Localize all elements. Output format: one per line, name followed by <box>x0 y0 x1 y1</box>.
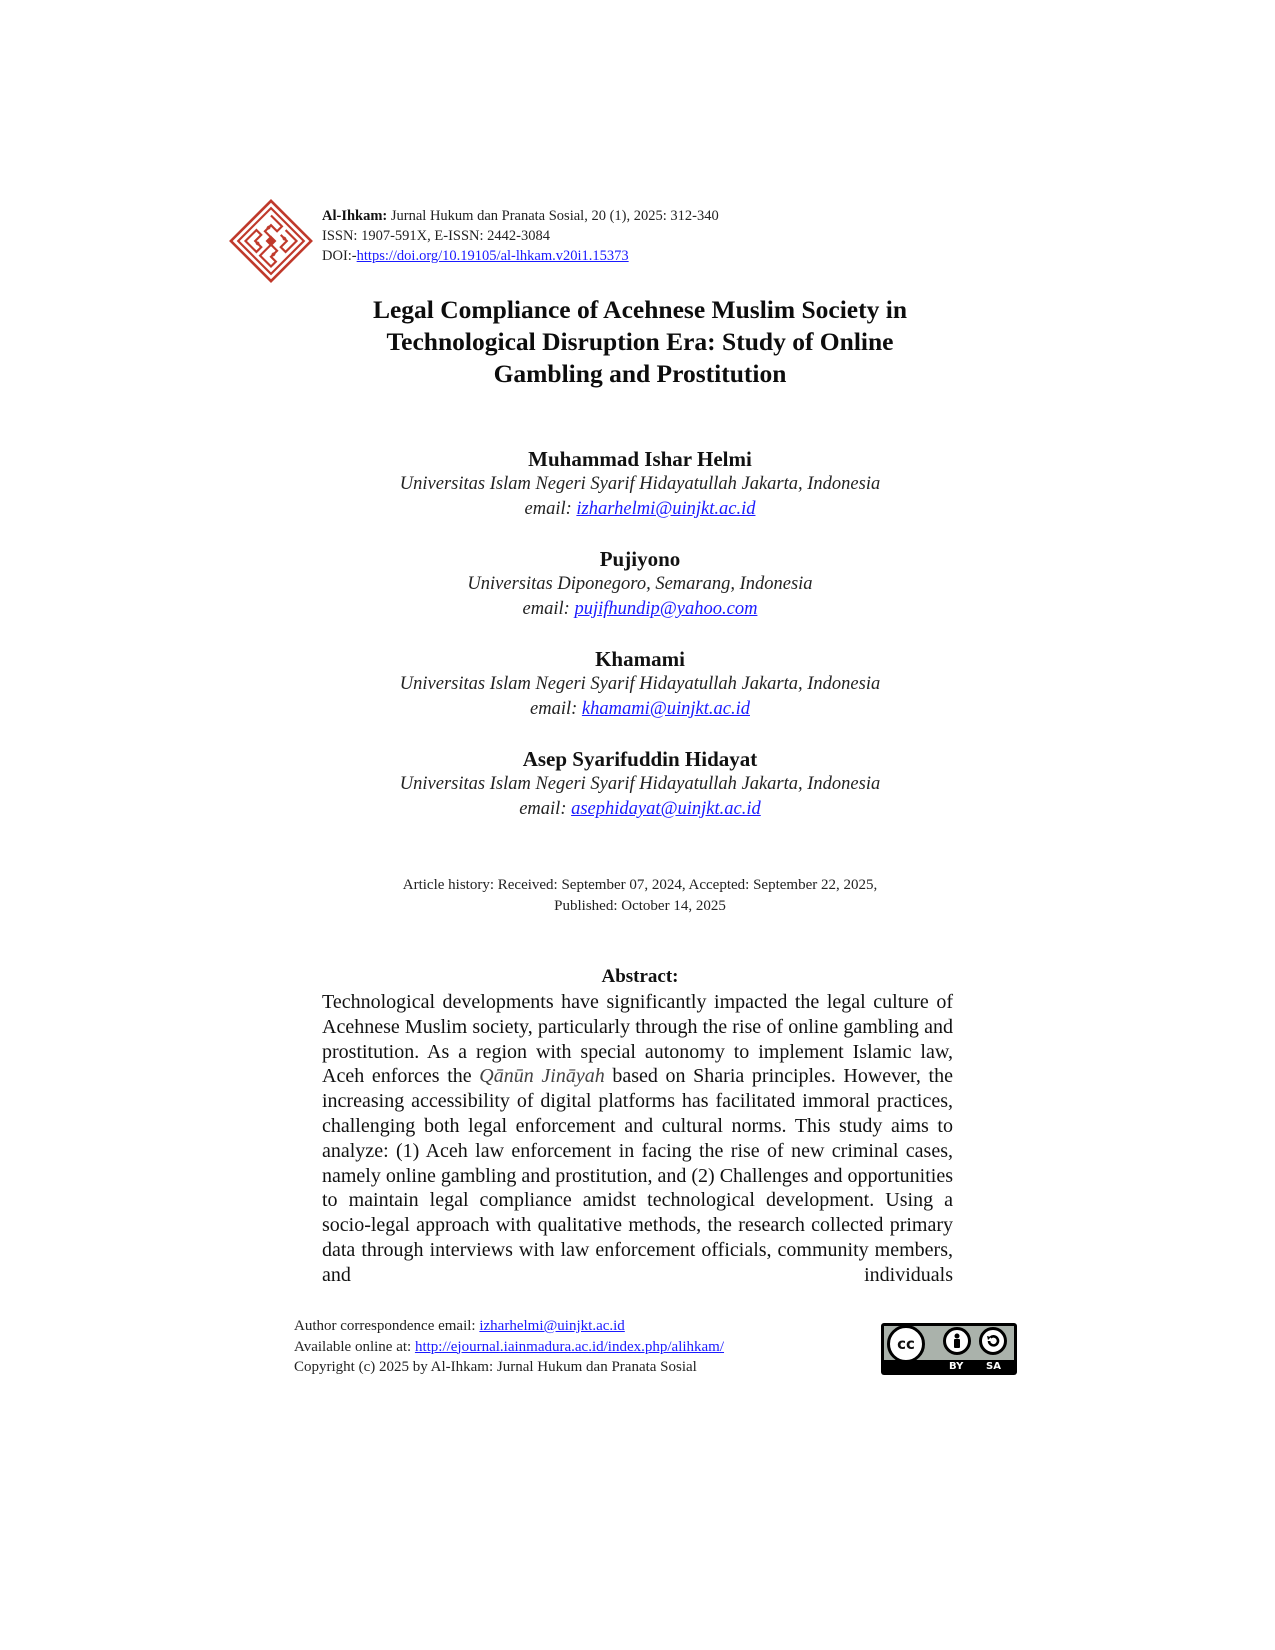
correspondence-email-link[interactable]: izharhelmi@uinjkt.ac.id <box>479 1318 625 1334</box>
doi-label: DOI:- <box>322 248 357 264</box>
share-alike-icon <box>979 1327 1007 1355</box>
abstract-text-part-1: Technological developments have signific… <box>322 991 953 1088</box>
author-affiliation: Universitas Diponegoro, Semarang, Indone… <box>467 574 813 594</box>
copyright-line: Copyright (c) 2025 by Al-Ihkam: Jurnal H… <box>294 1359 697 1375</box>
journal-url-link[interactable]: http://ejournal.iainmadura.ac.id/index.p… <box>414 1338 725 1355</box>
sa-label: SA <box>986 1361 1001 1372</box>
author-email-line: email: khamami@uinjkt.ac.id <box>300 697 980 722</box>
author-email-link[interactable]: asephidayat@uinjkt.ac.id <box>571 799 761 819</box>
abstract-heading: Abstract: <box>601 966 679 987</box>
journal-line: Al-Ihkam: Jurnal Hukum dan Pranata Sosia… <box>322 206 719 226</box>
history-line-2: Published: October 14, 2025 <box>554 898 726 914</box>
author-name: Asep Syarifuddin Hidayat <box>522 747 758 771</box>
author-email-line: email: izharhelmi@uinjkt.ac.id <box>300 497 980 522</box>
author-affiliation: Universitas Islam Negeri Syarif Hidayatu… <box>399 474 881 494</box>
journal-logo-icon <box>229 199 313 283</box>
history-line-1: Article history: Received: September 07,… <box>402 877 878 893</box>
author-list: Muhammad Ishar Helmi Universitas Islam N… <box>300 446 980 846</box>
author-name: Pujiyono <box>599 547 681 571</box>
email-label: email: <box>530 699 582 719</box>
doi-link[interactable]: https://doi.org/10.19105/al-lhkam.v20i1.… <box>356 248 629 264</box>
author-block: Khamami Universitas Islam Negeri Syarif … <box>300 646 980 722</box>
abstract-text: Technological developments have signific… <box>322 990 953 1288</box>
author-block: Pujiyono Universitas Diponegoro, Semaran… <box>300 546 980 622</box>
available-online-line: Available online at: http://ejournal.iai… <box>294 1337 724 1358</box>
email-label: email: <box>524 499 577 519</box>
journal-name: Al-Ihkam: <box>322 208 388 224</box>
article-history: Article history: Received: September 07,… <box>300 875 980 917</box>
author-affiliation: Universitas Islam Negeri Syarif Hidayatu… <box>399 774 881 794</box>
author-name: Khamami <box>595 647 685 671</box>
cc-by-sa-license-badge[interactable]: cc BY SA <box>881 1323 1017 1375</box>
correspondence-label: Author correspondence email: <box>294 1318 480 1334</box>
cc-icon: cc <box>887 1325 925 1363</box>
correspondence-line: Author correspondence email: izharhelmi@… <box>294 1316 724 1337</box>
issn-line: ISSN: 1907-591X, E-ISSN: 2442-3084 <box>322 228 550 244</box>
author-block: Asep Syarifuddin Hidayat Universitas Isl… <box>300 746 980 822</box>
abstract-text-part-2: based on Sharia principles. However, the… <box>322 1065 953 1286</box>
journal-details: Jurnal Hukum dan Pranata Sosial, 20 (1),… <box>387 208 719 224</box>
available-label: Available online at: <box>294 1338 415 1355</box>
by-label: BY <box>949 1361 964 1372</box>
attribution-person-icon <box>943 1327 971 1355</box>
journal-citation: Al-Ihkam: Jurnal Hukum dan Pranata Sosia… <box>322 206 719 266</box>
author-email-link[interactable]: izharhelmi@uinjkt.ac.id <box>576 499 756 519</box>
title-line-2: Technological Disruption Era: Study of O… <box>386 327 894 356</box>
author-email-link[interactable]: khamami@uinjkt.ac.id <box>581 699 750 719</box>
author-block: Muhammad Ishar Helmi Universitas Islam N… <box>300 446 980 522</box>
author-email-link[interactable]: pujifhundip@yahoo.com <box>574 599 758 619</box>
author-email-line: email: asephidayat@uinjkt.ac.id <box>300 797 980 822</box>
title-line-1: Legal Compliance of Acehnese Muslim Soci… <box>372 295 908 324</box>
doi-line: DOI:-https://doi.org/10.19105/al-lhkam.v… <box>322 246 719 266</box>
page-footer: Author correspondence email: izharhelmi@… <box>294 1316 724 1378</box>
paper-title: Legal Compliance of Acehnese Muslim Soci… <box>300 294 980 390</box>
email-label: email: <box>522 599 575 619</box>
author-name: Muhammad Ishar Helmi <box>528 447 752 471</box>
author-email-line: email: pujifhundip@yahoo.com <box>300 597 980 622</box>
abstract-italic-term: Qānūn Jināyah <box>479 1065 605 1088</box>
author-affiliation: Universitas Islam Negeri Syarif Hidayatu… <box>399 674 881 694</box>
title-line-3: Gambling and Prostitution <box>493 359 787 388</box>
email-label: email: <box>519 799 572 819</box>
